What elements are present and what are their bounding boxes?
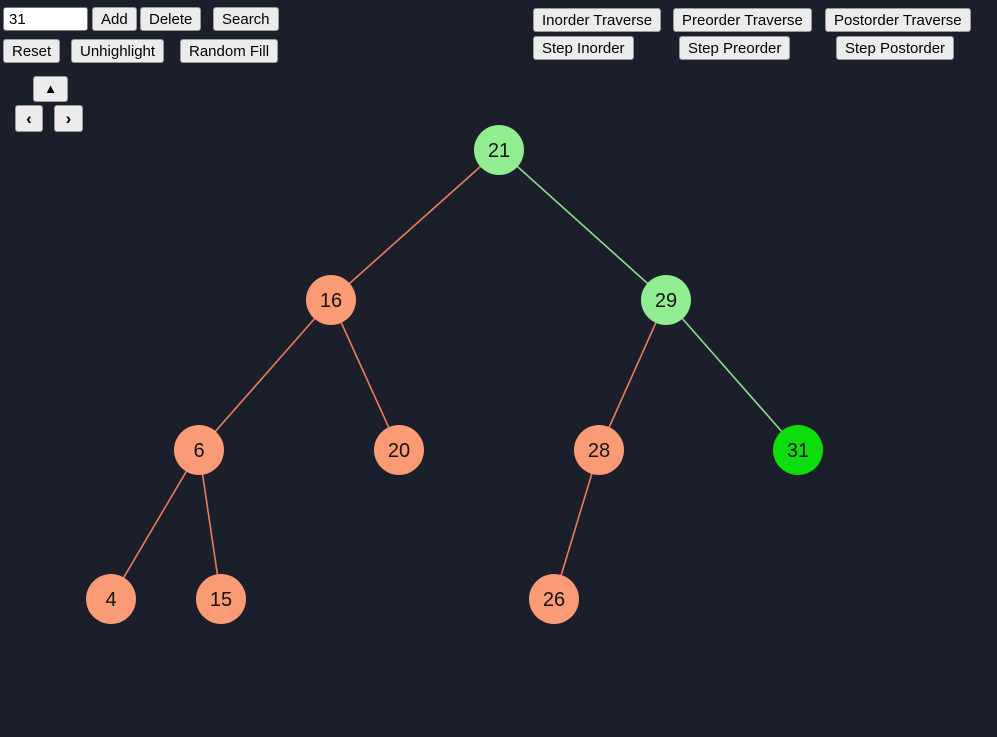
pan-left-button[interactable]: ‹ [15,105,43,132]
tree-node-29 [641,275,691,325]
postorder-traverse-button[interactable]: Postorder Traverse [825,8,971,32]
tree-node-6 [174,425,224,475]
add-button[interactable]: Add [92,7,137,31]
tree-node-label-4: 4 [105,589,116,611]
tree-node-4 [86,574,136,624]
reset-button[interactable]: Reset [3,39,61,63]
tree-edge-6-4 [110,449,200,600]
delete-button[interactable]: Delete [140,7,202,31]
pan-up-button[interactable]: ▲ [33,76,68,102]
tree-node-28 [574,425,624,475]
unhighlight-button[interactable]: Unhighlight [71,39,165,63]
chevron-left-icon: ‹ [26,108,32,128]
tree-node-label-31: 31 [787,440,809,462]
chevron-right-icon: › [65,108,72,128]
tree-edge-6-15 [198,449,222,600]
preorder-traverse-button[interactable]: Preorder Traverse [673,8,812,32]
step-postorder-button[interactable]: Step Postorder [836,36,955,60]
tree-node-26 [529,574,579,624]
tree-edge-29-28 [598,299,667,451]
step-inorder-button[interactable]: Step Inorder [533,36,634,60]
tree-node-16 [306,275,356,325]
pan-right-button[interactable]: › [54,105,83,132]
inorder-traverse-button[interactable]: Inorder Traverse [533,8,662,32]
tree-edge-16-20 [330,299,400,451]
tree-edge-28-26 [553,449,600,600]
tree-node-label-29: 29 [655,290,677,312]
tree-node-label-16: 16 [320,290,342,312]
value-input[interactable] [3,7,88,31]
tree-node-21 [474,125,524,175]
tree-edge-21-16 [330,149,500,301]
tree-node-label-15: 15 [210,589,232,611]
up-triangle-icon: ▲ [44,81,57,96]
step-preorder-button[interactable]: Step Preorder [679,36,791,60]
tree-node-label-26: 26 [543,589,565,611]
tree-edge-21-29 [498,149,667,301]
search-button[interactable]: Search [213,7,279,31]
random-fill-button[interactable]: Random Fill [180,39,279,63]
tree-node-15 [196,574,246,624]
tree-node-label-20: 20 [388,440,410,462]
tree-node-label-21: 21 [488,140,510,162]
tree-edge-29-31 [665,299,799,451]
tree-node-31 [773,425,823,475]
tree-node-20 [374,425,424,475]
tree-edge-16-6 [198,299,332,451]
tree-node-label-6: 6 [193,440,204,462]
tree-node-label-28: 28 [588,440,610,462]
